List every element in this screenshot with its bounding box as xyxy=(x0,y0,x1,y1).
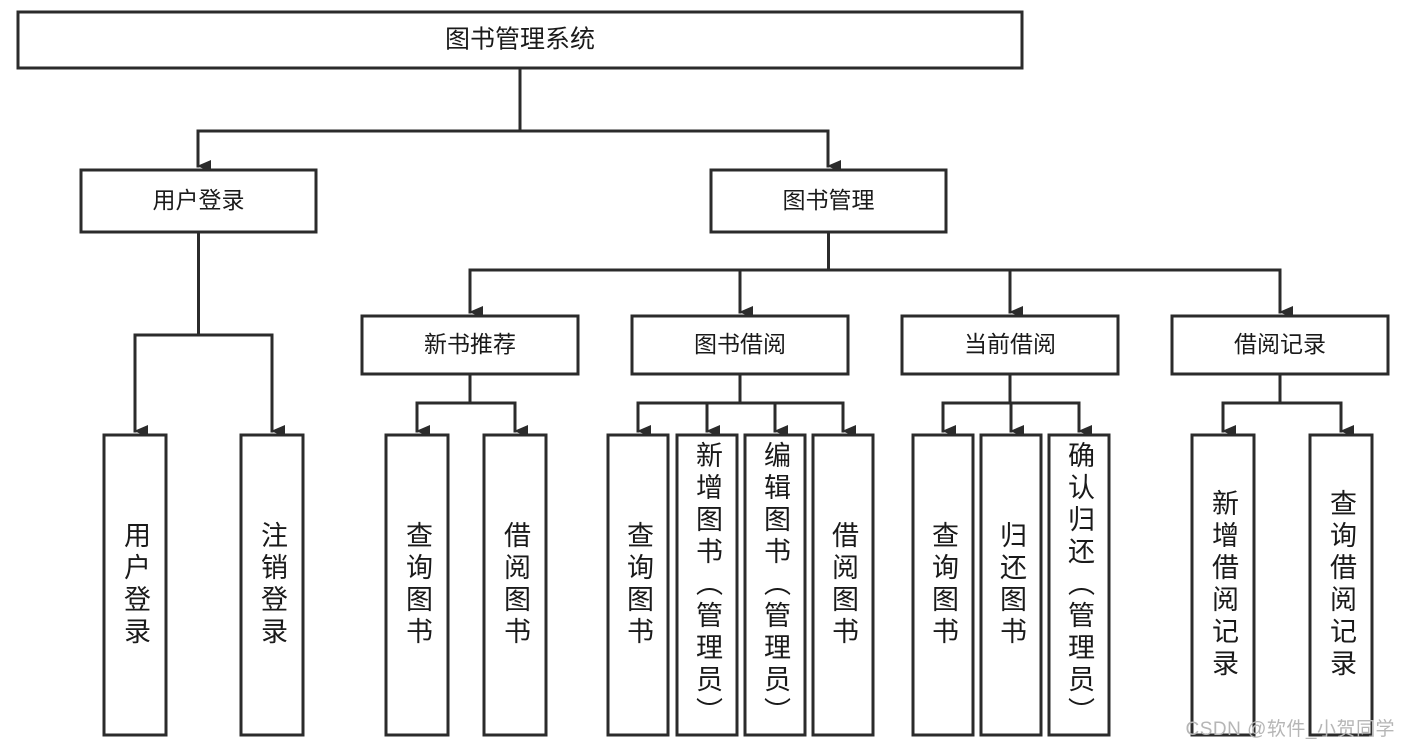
node-label-leaf-cur-query-book: 查询图书 xyxy=(928,521,959,649)
node-box-root xyxy=(16,10,1024,70)
node-box-leaf-user-login xyxy=(102,433,168,737)
node-leaf-cur-return-book[interactable]: 归还图书 xyxy=(979,433,1043,737)
node-label-book-borrow: 图书借阅 xyxy=(694,331,786,357)
node-label-leaf-bor-edit-book: 编辑图书（管理员） xyxy=(760,441,791,729)
node-box-leaf-cur-return-book xyxy=(979,433,1043,737)
node-label-borrow-record: 借阅记录 xyxy=(1234,331,1326,357)
node-box-leaf-rec-query-book xyxy=(384,433,450,737)
node-leaf-bor-query-book[interactable]: 查询图书 xyxy=(606,433,670,737)
node-label-leaf-bor-add-book: 新增图书（管理员） xyxy=(692,441,723,729)
node-leaf-rec-add-record[interactable]: 新增借阅记录 xyxy=(1190,433,1256,737)
node-box-borrow-record xyxy=(1170,314,1390,376)
node-label-current-borrow: 当前借阅 xyxy=(964,331,1056,357)
node-book-borrow[interactable]: 图书借阅 xyxy=(630,314,850,376)
node-label-leaf-bor-borrow-book: 借阅图书 xyxy=(828,521,859,649)
node-box-book-manage xyxy=(709,168,948,234)
node-label-leaf-rec-query-record: 查询借阅记录 xyxy=(1326,489,1357,681)
edge-layer xyxy=(133,66,1354,437)
node-box-leaf-cur-query-book xyxy=(911,433,975,737)
node-label-leaf-bor-query-book: 查询图书 xyxy=(623,521,654,649)
node-book-manage[interactable]: 图书管理 xyxy=(709,168,948,234)
node-label-leaf-cur-confirm-return: 确认归还（管理员） xyxy=(1064,441,1095,729)
node-leaf-bor-edit-book[interactable]: 编辑图书（管理员） xyxy=(743,433,807,737)
node-box-leaf-bor-add-book xyxy=(675,433,739,737)
node-box-leaf-bor-query-book xyxy=(606,433,670,737)
node-layer: 图书管理系统用户登录图书管理新书推荐图书借阅当前借阅借阅记录用户登录注销登录查询… xyxy=(16,10,1390,737)
node-label-leaf-rec-borrow-book: 借阅图书 xyxy=(500,521,531,649)
node-label-root: 图书管理系统 xyxy=(445,26,595,54)
node-label-leaf-user-logout: 注销登录 xyxy=(257,521,288,649)
node-box-leaf-bor-edit-book xyxy=(743,433,807,737)
node-root[interactable]: 图书管理系统 xyxy=(16,10,1024,70)
node-user-login[interactable]: 用户登录 xyxy=(79,168,318,234)
node-new-book-recommend[interactable]: 新书推荐 xyxy=(360,314,580,376)
node-borrow-record[interactable]: 借阅记录 xyxy=(1170,314,1390,376)
node-leaf-bor-add-book[interactable]: 新增图书（管理员） xyxy=(675,433,739,737)
node-box-leaf-rec-borrow-book xyxy=(482,433,548,737)
node-box-leaf-user-logout xyxy=(239,433,305,737)
node-leaf-user-login[interactable]: 用户登录 xyxy=(102,433,168,737)
node-label-new-book-recommend: 新书推荐 xyxy=(424,331,516,357)
node-leaf-cur-query-book[interactable]: 查询图书 xyxy=(911,433,975,737)
node-leaf-user-logout[interactable]: 注销登录 xyxy=(239,433,305,737)
node-box-leaf-rec-add-record xyxy=(1190,433,1256,737)
node-box-leaf-rec-query-record xyxy=(1308,433,1374,737)
node-box-book-borrow xyxy=(630,314,850,376)
node-leaf-bor-borrow-book[interactable]: 借阅图书 xyxy=(811,433,875,737)
node-box-new-book-recommend xyxy=(360,314,580,376)
node-leaf-cur-confirm-return[interactable]: 确认归还（管理员） xyxy=(1047,433,1111,737)
node-box-leaf-bor-borrow-book xyxy=(811,433,875,737)
node-leaf-rec-query-record[interactable]: 查询借阅记录 xyxy=(1308,433,1374,737)
node-label-leaf-rec-add-record: 新增借阅记录 xyxy=(1208,489,1239,681)
node-leaf-rec-query-book[interactable]: 查询图书 xyxy=(384,433,450,737)
node-box-user-login xyxy=(79,168,318,234)
node-label-user-login: 用户登录 xyxy=(153,187,245,213)
node-box-leaf-cur-confirm-return xyxy=(1047,433,1111,737)
node-label-book-manage: 图书管理 xyxy=(783,187,875,213)
node-box-current-borrow xyxy=(900,314,1120,376)
node-label-leaf-user-login: 用户登录 xyxy=(120,521,151,649)
node-label-leaf-cur-return-book: 归还图书 xyxy=(996,521,1027,649)
node-label-leaf-rec-query-book: 查询图书 xyxy=(402,521,433,649)
node-current-borrow[interactable]: 当前借阅 xyxy=(900,314,1120,376)
node-leaf-rec-borrow-book[interactable]: 借阅图书 xyxy=(482,433,548,737)
